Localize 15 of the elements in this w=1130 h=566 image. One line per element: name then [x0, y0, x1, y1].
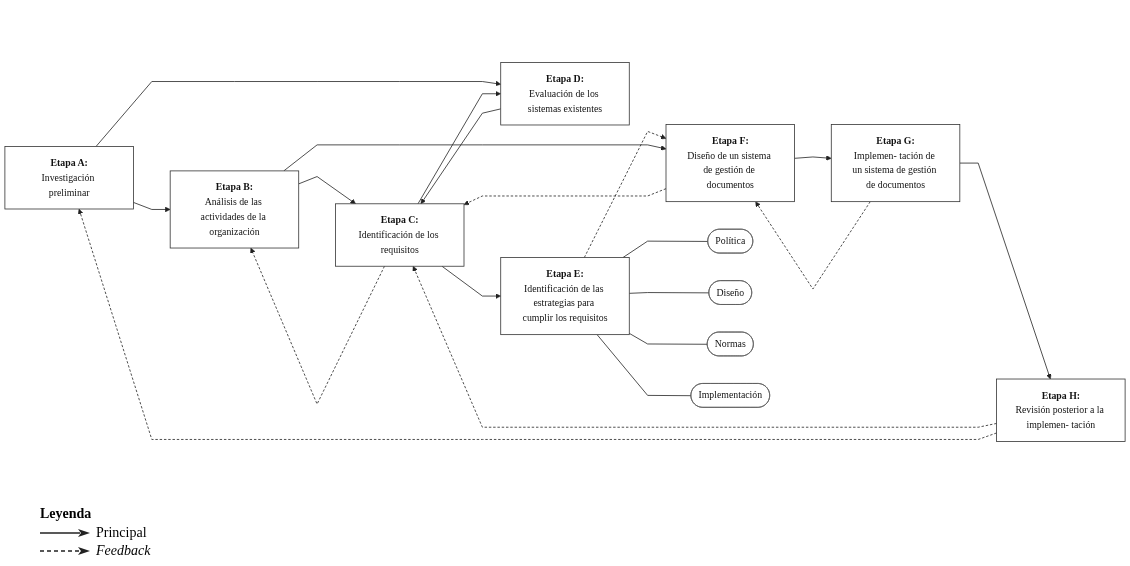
node-box: Etapa A: Investigación preliminar — [4, 146, 134, 210]
connector — [622, 240, 709, 258]
connector — [628, 332, 708, 345]
legend-text: Principal — [96, 525, 147, 541]
node-box: Etapa E: Identificación de las estrategias para cumplir los requisitos — [500, 257, 630, 336]
legend-heading: Leyenda — [40, 506, 92, 522]
legend-text: Feedback — [96, 543, 151, 559]
node-box: Etapa C: Identificación de los requisitos — [335, 203, 465, 267]
connector — [596, 334, 692, 397]
connector — [628, 292, 710, 294]
node-box: Etapa D: Evaluación de los sistemas existentes — [500, 62, 630, 126]
node-box: Etapa B: Análisis de las actividades de la organización — [169, 170, 300, 249]
node-box: Etapa F: Diseño de un sistema de gestión de documentos — [665, 124, 795, 203]
node-box: Etapa H: Revisión posterior a la implemen- tación — [996, 378, 1126, 442]
node-box: Etapa G: Implemen- tación de un sistema de gestión de documentos — [830, 124, 961, 203]
